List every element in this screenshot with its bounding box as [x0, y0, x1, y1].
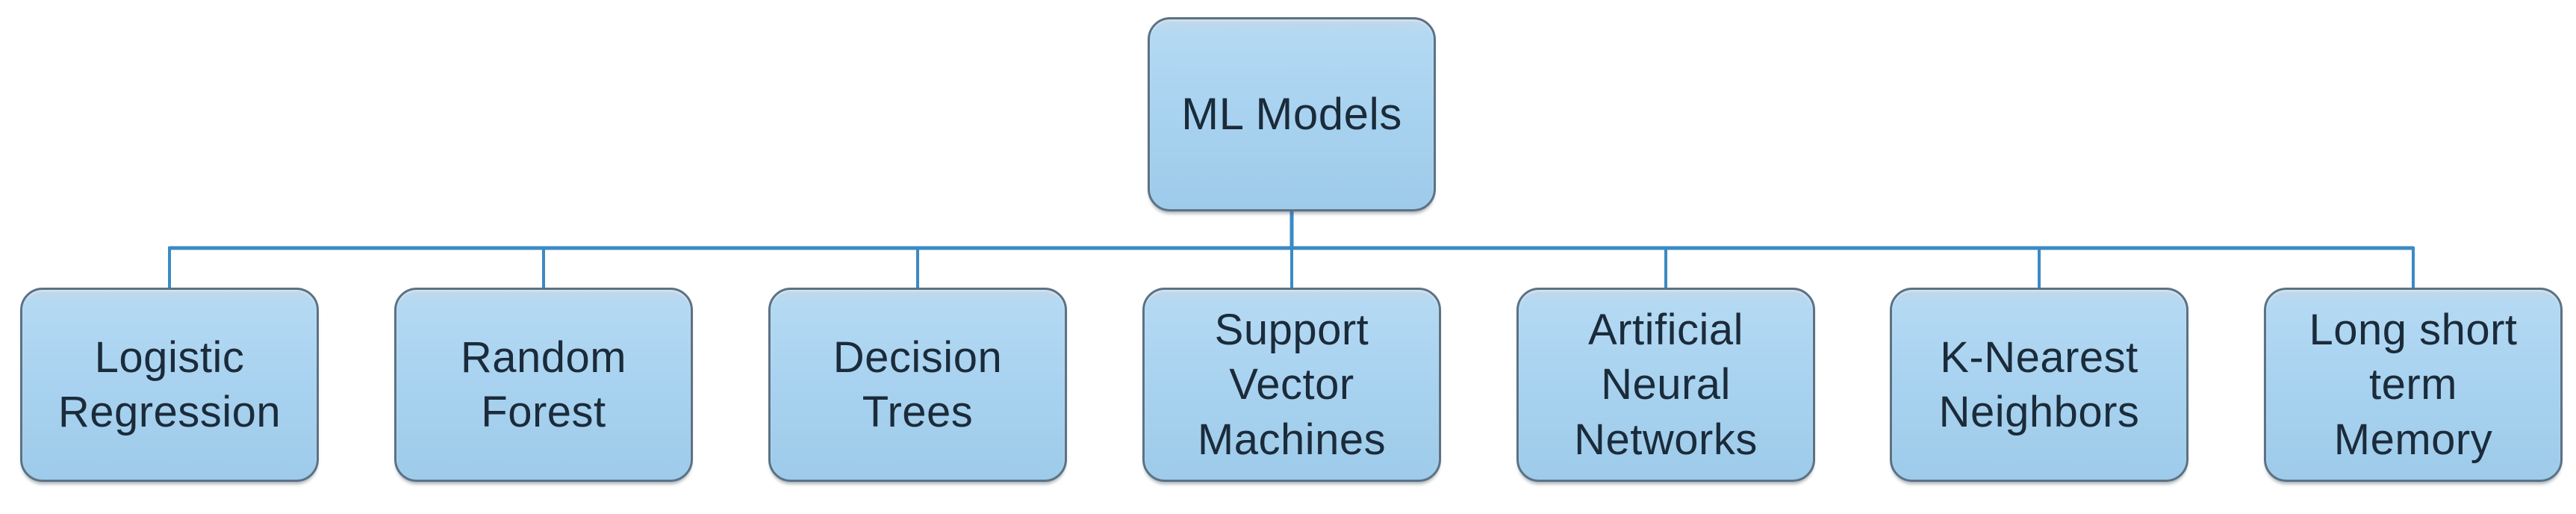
- node-label: Artificial Neural Networks: [1574, 306, 1758, 464]
- node-long-short-term-memory: Long short term Memory: [2264, 288, 2563, 482]
- node-random-forest: Random Forest: [394, 288, 693, 482]
- node-label: Decision Trees: [833, 332, 1003, 436]
- node-label: Long short term Memory: [2309, 306, 2518, 464]
- node-logistic-regression: Logistic Regression: [20, 288, 319, 482]
- node-decision-trees: Decision Trees: [768, 288, 1067, 482]
- node-k-nearest-neighbors: K-Nearest Neighbors: [1890, 288, 2188, 482]
- node-label: Support Vector Machines: [1197, 306, 1387, 464]
- node-support-vector-machines: Support Vector Machines: [1142, 288, 1441, 482]
- node-label: Logistic Regression: [57, 332, 281, 436]
- node-artificial-neural-networks: Artificial Neural Networks: [1516, 288, 1815, 482]
- node-label: K-Nearest Neighbors: [1938, 332, 2140, 436]
- node-root-ml-models: ML Models: [1148, 17, 1436, 211]
- node-label: Random Forest: [460, 332, 627, 436]
- node-root-label: ML Models: [1181, 89, 1402, 140]
